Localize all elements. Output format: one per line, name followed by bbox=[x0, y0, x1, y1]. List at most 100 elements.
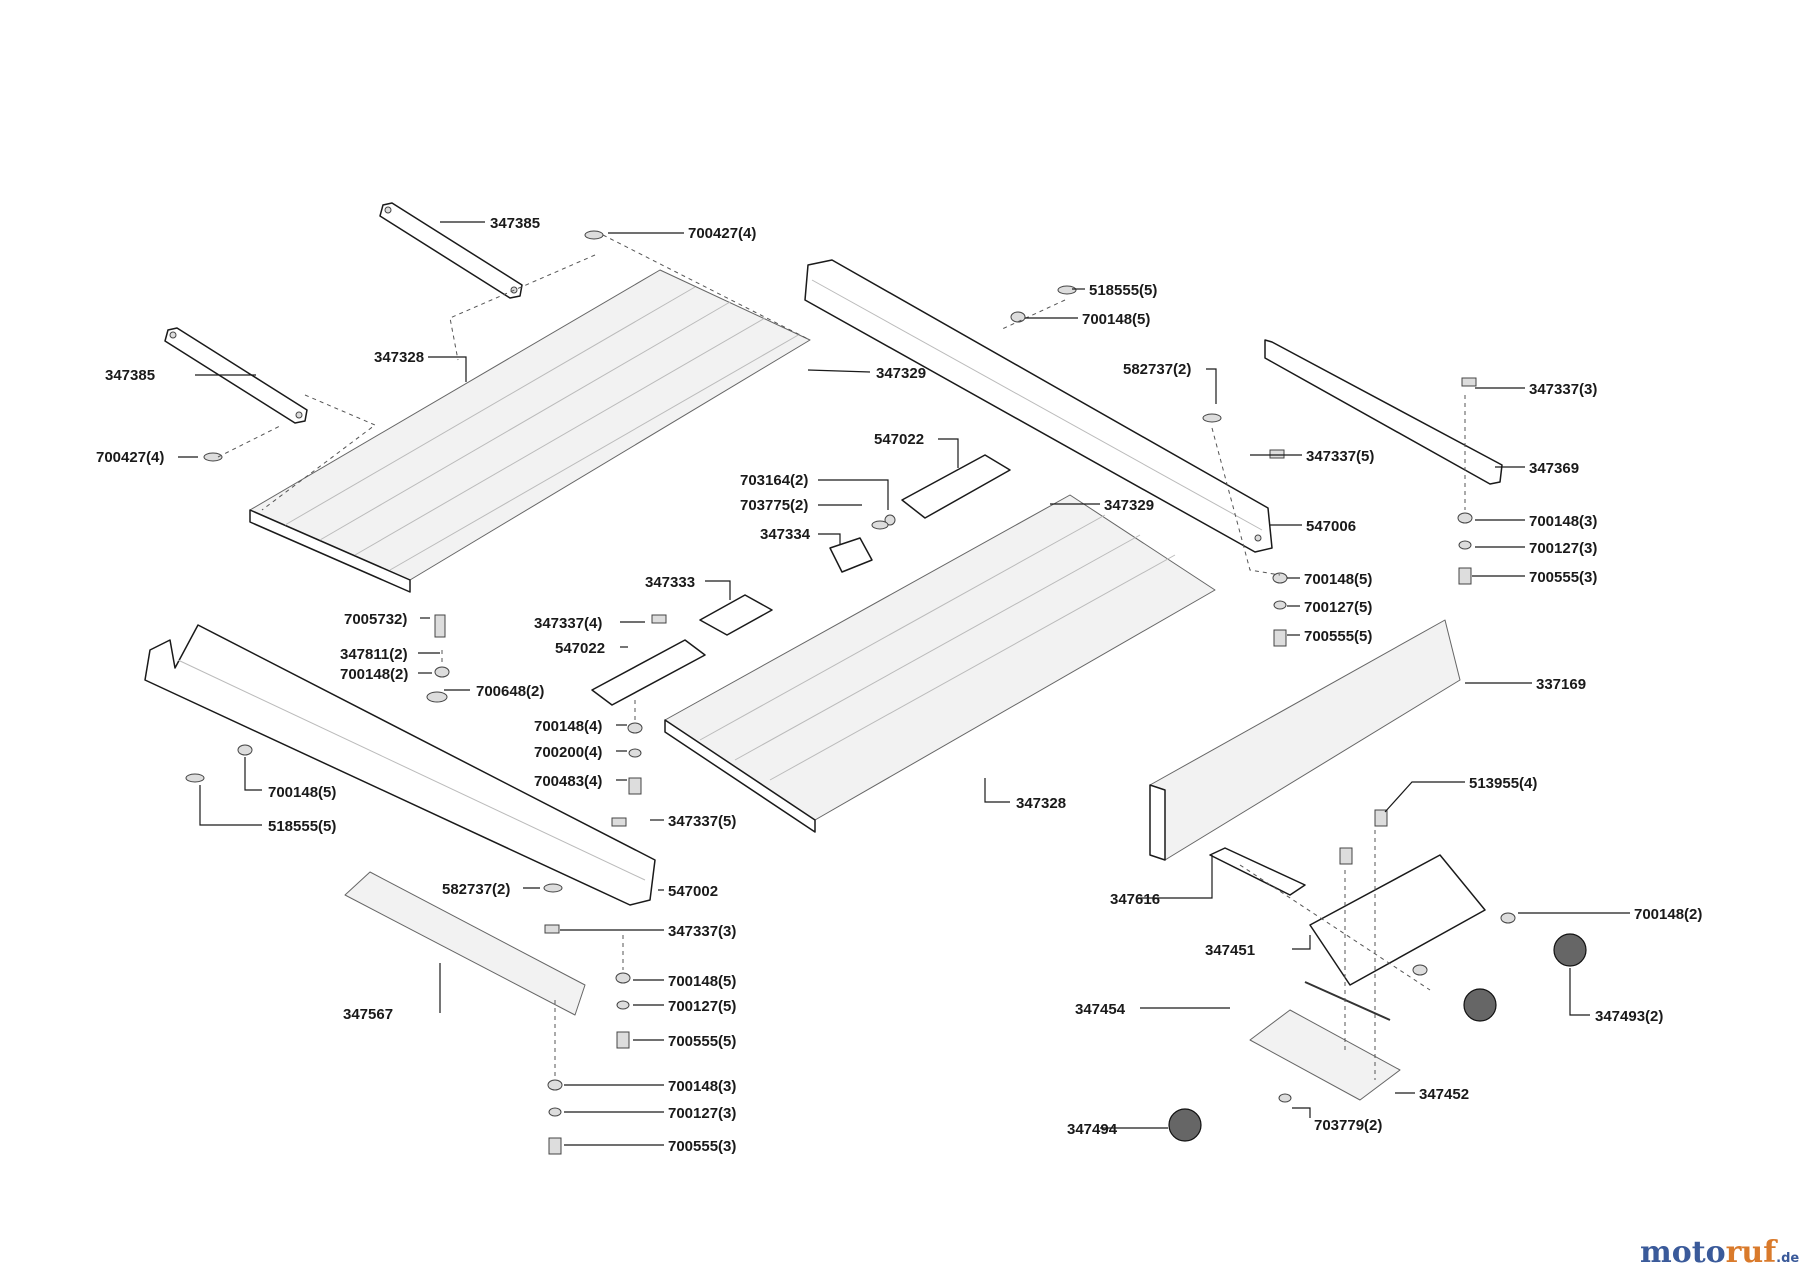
knob-icon bbox=[1463, 988, 1497, 1022]
part-label: 347329 bbox=[876, 365, 926, 382]
screw-icon bbox=[871, 520, 889, 530]
washer-icon bbox=[1412, 964, 1428, 976]
washer-icon bbox=[547, 1079, 563, 1091]
washer-icon bbox=[1273, 600, 1287, 610]
part-label: 347451 bbox=[1205, 942, 1255, 959]
part-label: 347328 bbox=[1016, 795, 1066, 812]
screw-icon bbox=[1278, 1093, 1292, 1103]
part-label: 700555(3) bbox=[668, 1138, 736, 1155]
screw-icon bbox=[203, 452, 223, 462]
washer-icon bbox=[1500, 912, 1516, 924]
washer-icon bbox=[615, 972, 631, 984]
part-label: 700127(5) bbox=[668, 998, 736, 1015]
part-label: 513955(4) bbox=[1469, 775, 1537, 792]
clip-347334 bbox=[829, 537, 873, 573]
bolt-icon bbox=[1374, 809, 1388, 827]
site-logo[interactable]: motoruf.de bbox=[1640, 1235, 1799, 1270]
part-label: 518555(5) bbox=[1089, 282, 1157, 299]
washer-icon bbox=[434, 666, 450, 678]
part-label: 347328 bbox=[374, 349, 424, 366]
part-label: 347385 bbox=[105, 367, 155, 384]
part-label: 700148(2) bbox=[340, 666, 408, 683]
part-label: 347454 bbox=[1075, 1001, 1126, 1018]
part-label: 700148(5) bbox=[668, 973, 736, 990]
screw-icon bbox=[185, 773, 205, 783]
washer-icon bbox=[627, 722, 643, 734]
part-label: 347337(4) bbox=[534, 615, 602, 632]
washer-icon bbox=[548, 1107, 562, 1117]
bolt-icon bbox=[1339, 847, 1353, 865]
knob-icon bbox=[1168, 1108, 1202, 1142]
part-label: 337169 bbox=[1536, 676, 1586, 693]
part-label: 700148(5) bbox=[1082, 311, 1150, 328]
fence-337169 bbox=[1149, 619, 1461, 861]
part-label: 700555(3) bbox=[1529, 569, 1597, 586]
part-label: 582737(2) bbox=[1123, 361, 1191, 378]
part-label: 703164(2) bbox=[740, 472, 808, 489]
part-label: 700555(5) bbox=[668, 1033, 736, 1050]
block-347333 bbox=[699, 594, 773, 636]
part-label: 700148(4) bbox=[534, 718, 602, 735]
part-label: 7005732) bbox=[344, 611, 407, 628]
washer-icon bbox=[616, 1000, 630, 1010]
parts-drawing bbox=[144, 202, 1587, 1155]
slide-547022-lower bbox=[591, 639, 706, 706]
part-label: 347385 bbox=[490, 215, 540, 232]
knob-icon bbox=[1553, 933, 1587, 967]
screw-icon bbox=[584, 230, 604, 240]
washer-icon bbox=[1458, 540, 1472, 550]
part-label: 700148(3) bbox=[668, 1078, 736, 1095]
part-label: 700148(2) bbox=[1634, 906, 1702, 923]
part-label: 547006 bbox=[1306, 518, 1356, 535]
plate-347616 bbox=[1209, 847, 1306, 896]
part-label: 700127(5) bbox=[1304, 599, 1372, 616]
part-label: 347452 bbox=[1419, 1086, 1469, 1103]
nut-icon bbox=[651, 614, 667, 624]
screw-icon bbox=[1057, 285, 1077, 295]
slide-347452 bbox=[1249, 1009, 1401, 1101]
leader-lines bbox=[178, 221, 1630, 1146]
bolt-icon bbox=[616, 1031, 630, 1049]
bracket-upper bbox=[379, 202, 523, 299]
bolt-icon bbox=[1273, 629, 1287, 647]
part-label: 347616 bbox=[1110, 891, 1160, 908]
part-label: 347337(3) bbox=[668, 923, 736, 940]
part-label: 347337(3) bbox=[1529, 381, 1597, 398]
wing-nut-icon bbox=[426, 691, 448, 703]
part-label: 700427(4) bbox=[96, 449, 164, 466]
part-label: 700483(4) bbox=[534, 773, 602, 790]
part-label: 703779(2) bbox=[1314, 1117, 1382, 1134]
rail-profile-347369 bbox=[1264, 339, 1503, 485]
table-panel-right-edge bbox=[664, 719, 816, 833]
bolt-icon bbox=[628, 777, 642, 795]
part-label: 347337(5) bbox=[668, 813, 736, 830]
rod-347454 bbox=[1304, 981, 1391, 1021]
nut-icon bbox=[1269, 449, 1285, 459]
logo-part-a: moto bbox=[1640, 1235, 1726, 1270]
part-label: 582737(2) bbox=[442, 881, 510, 898]
bolt-icon bbox=[548, 1137, 562, 1155]
bolt-icon bbox=[434, 614, 446, 638]
part-label: 700127(3) bbox=[1529, 540, 1597, 557]
svg-text:motoruf.de: motoruf.de bbox=[1640, 1235, 1799, 1270]
part-label: 547002 bbox=[668, 883, 718, 900]
table-panel-right bbox=[664, 494, 1216, 821]
nut-icon bbox=[544, 924, 560, 934]
washer-icon bbox=[884, 514, 896, 526]
washer-icon bbox=[1010, 311, 1026, 323]
part-label: 700148(5) bbox=[1304, 571, 1372, 588]
part-label: 347567 bbox=[343, 1006, 393, 1023]
part-label: 347493(2) bbox=[1595, 1008, 1663, 1025]
table-panel-left-edge bbox=[249, 509, 411, 593]
angle-bracket-347451 bbox=[1309, 854, 1486, 986]
part-label: 700127(3) bbox=[668, 1105, 736, 1122]
nut-icon bbox=[611, 817, 627, 827]
guide-347567 bbox=[344, 871, 586, 1016]
part-label: 700555(5) bbox=[1304, 628, 1372, 645]
part-label: 700148(5) bbox=[268, 784, 336, 801]
washer-icon bbox=[1457, 512, 1473, 524]
part-labels: 347385 700427(4) 347385 347328 347329 70… bbox=[96, 215, 1702, 1155]
logo-part-b: ruf bbox=[1726, 1235, 1779, 1270]
part-label: 703775(2) bbox=[740, 497, 808, 514]
